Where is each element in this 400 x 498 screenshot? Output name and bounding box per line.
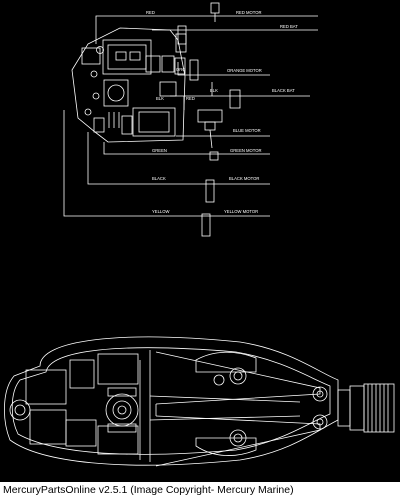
label-green-motor: GREEN MOTOR (230, 148, 262, 153)
wire-yellow-motor (63, 110, 270, 237)
label-black-motor: BLACK MOTOR (229, 176, 259, 181)
label-black: BLACK (152, 176, 166, 181)
motor-shaft (337, 383, 395, 433)
label-red-bat: RED BAT (280, 24, 298, 29)
label-red-2: RED (186, 96, 195, 101)
label-black-bat: BLACK BAT (272, 88, 295, 93)
copyright-text: (Image Copyright- Mercury Marine) (130, 484, 294, 496)
wire-black-motor (87, 132, 270, 203)
wiring-diagram: RED RED MOTOR RED BAT ORG ORANGE MOTOR B… (4, 2, 395, 467)
label-blk-2: BLK (210, 88, 218, 93)
label-orange-motor: ORANGE MOTOR (227, 68, 262, 73)
app-version: MercuryPartsOnline v2.5.1 (3, 484, 128, 496)
label-yellow: YELLOW (152, 209, 170, 214)
label-yellow-motor: YELLOW MOTOR (224, 209, 258, 214)
motor-housing (4, 336, 339, 467)
label-blue-motor: BLUE MOTOR (233, 128, 261, 133)
label-red-motor: RED MOTOR (236, 10, 262, 15)
wire-blue-motor (176, 129, 270, 149)
wire-black-bat (170, 82, 310, 131)
wire-red-bat (152, 25, 318, 45)
label-red: RED (146, 10, 155, 15)
label-blk-1: BLK (156, 96, 164, 101)
wire-green-motor (103, 142, 270, 161)
wire-orange-motor (177, 59, 270, 81)
label-green: GREEN (152, 148, 167, 153)
label-org: ORG (176, 67, 186, 72)
caption-bar: MercuryPartsOnline v2.5.1 (Image Copyrig… (0, 482, 400, 498)
circuit-board (71, 27, 187, 143)
wire-labels: RED RED MOTOR RED BAT ORG ORANGE MOTOR B… (146, 10, 298, 214)
wire-red-motor (95, 2, 318, 44)
